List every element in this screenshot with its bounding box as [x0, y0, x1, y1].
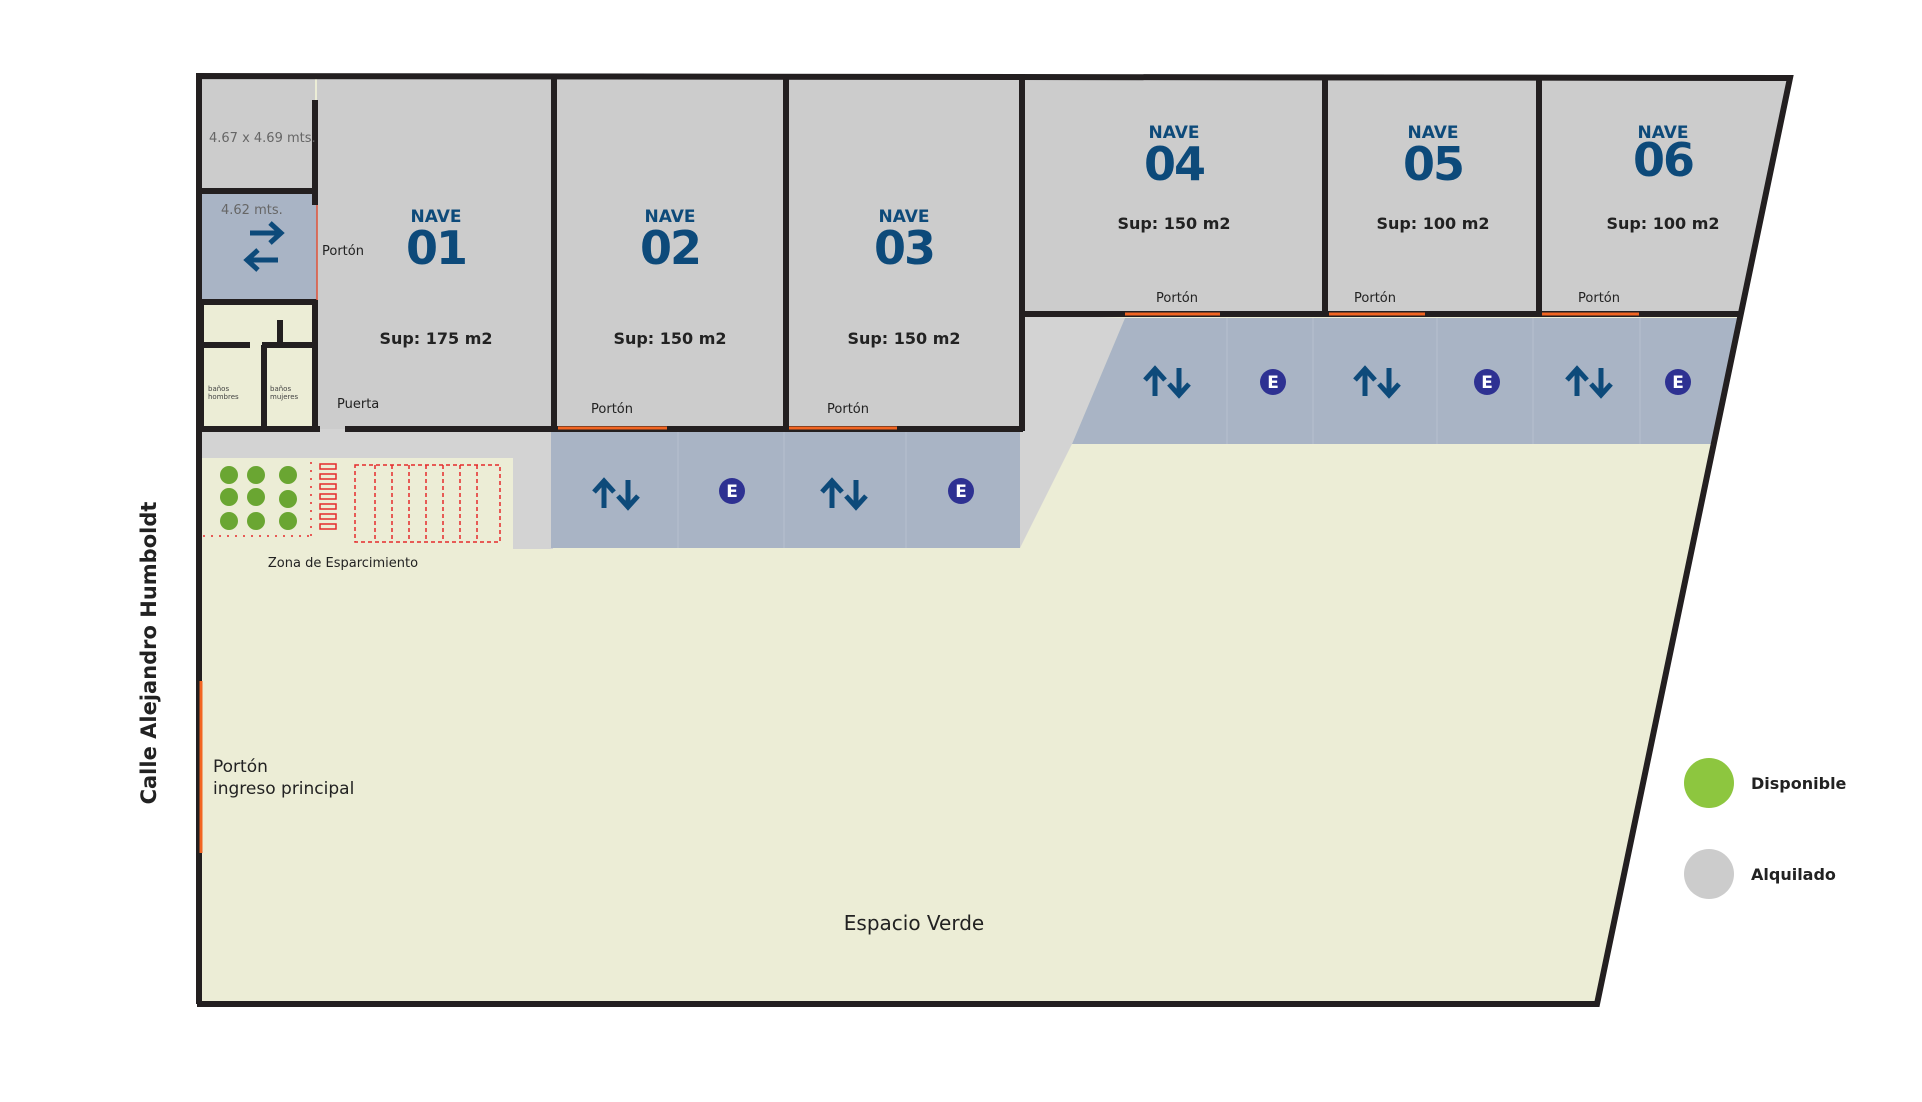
office-dimensions: 4.67 x 4.69 mts.	[209, 131, 316, 146]
nave-02-label: NAVE 02 Sup: 150 m2	[613, 207, 726, 348]
nave-03[interactable]	[787, 78, 1020, 429]
parking-e-icon: E	[948, 478, 974, 504]
svg-text:03: 03	[874, 221, 934, 275]
svg-text:NAVE: NAVE	[411, 207, 462, 227]
legend-label-rented: Alquilado	[1751, 865, 1836, 884]
legend-swatch-available	[1684, 758, 1734, 808]
door-label: Puerta	[337, 397, 379, 412]
nave-06[interactable]	[1540, 78, 1790, 314]
legend: Disponible Alquilado	[1684, 758, 1847, 899]
green-space-label: Espacio Verde	[844, 911, 984, 935]
nave-03-label: NAVE 03 Sup: 150 m2	[847, 207, 960, 348]
parking-e-icon: E	[719, 478, 745, 504]
parking-e-icon: E	[1260, 369, 1286, 395]
svg-text:Sup: 100 m2: Sup: 100 m2	[1606, 214, 1719, 233]
entry-width: 4.62 mts.	[221, 203, 283, 218]
nave-04-label: NAVE 04 Sup: 150 m2	[1117, 123, 1230, 233]
legend-label-available: Disponible	[1751, 774, 1847, 793]
svg-text:02: 02	[640, 221, 700, 275]
nave-01-label: NAVE 01 Sup: 175 m2	[379, 207, 492, 348]
gate-label-nave-05: Portón	[1354, 291, 1396, 306]
nave-02[interactable]	[556, 78, 785, 429]
svg-text:Sup: 150 m2: Sup: 150 m2	[1117, 214, 1230, 233]
leisure-zone-label: Zona de Esparcimiento	[268, 556, 418, 571]
driveway	[1020, 314, 1125, 548]
gate-label-nave-04: Portón	[1156, 291, 1198, 306]
svg-text:06: 06	[1633, 133, 1693, 187]
legend-swatch-rented	[1684, 849, 1734, 899]
benches	[203, 462, 501, 543]
nave-04[interactable]	[1023, 78, 1324, 314]
svg-text:Sup: 150 m2: Sup: 150 m2	[847, 329, 960, 348]
svg-text:01: 01	[406, 221, 466, 275]
svg-text:05: 05	[1403, 137, 1463, 191]
svg-text:Sup: 100 m2: Sup: 100 m2	[1376, 214, 1489, 233]
svg-text:Sup: 175 m2: Sup: 175 m2	[379, 329, 492, 348]
svg-text:NAVE: NAVE	[879, 207, 930, 227]
nave-06-label: NAVE 06 Sup: 100 m2	[1606, 123, 1719, 233]
gate-label-nave-02: Portón	[591, 402, 633, 417]
gates	[199, 205, 1639, 853]
gate-label-nave-03: Portón	[827, 402, 869, 417]
gate-label-nave-06: Portón	[1578, 291, 1620, 306]
svg-text:E: E	[726, 482, 738, 502]
entry-lane	[197, 191, 317, 302]
two-way-arrows-icon	[243, 221, 285, 272]
parking-e-icon: E	[1474, 369, 1500, 395]
street-label: Calle Alejandro Humboldt	[137, 502, 161, 805]
parking-e-icon: E	[1665, 369, 1691, 395]
svg-text:Sup: 150 m2: Sup: 150 m2	[613, 329, 726, 348]
office	[201, 78, 315, 191]
svg-text:E: E	[1267, 373, 1279, 393]
driveway	[513, 429, 553, 549]
restrooms	[201, 302, 315, 429]
svg-text:NAVE: NAVE	[1149, 123, 1200, 143]
trees	[220, 466, 297, 530]
svg-text:NAVE: NAVE	[645, 207, 696, 227]
nave-05-label: NAVE 05 Sup: 100 m2	[1376, 123, 1489, 233]
svg-text:E: E	[955, 482, 967, 502]
loading-area-row2	[1072, 318, 1737, 444]
svg-text:NAVE: NAVE	[1638, 123, 1689, 143]
svg-text:E: E	[1672, 373, 1684, 393]
svg-text:NAVE: NAVE	[1408, 123, 1459, 143]
nave-05[interactable]	[1327, 78, 1538, 314]
gate-label-nave-01: Portón	[322, 244, 364, 259]
svg-text:E: E	[1481, 373, 1493, 393]
svg-text:04: 04	[1144, 137, 1204, 191]
nave-01[interactable]	[317, 78, 553, 429]
